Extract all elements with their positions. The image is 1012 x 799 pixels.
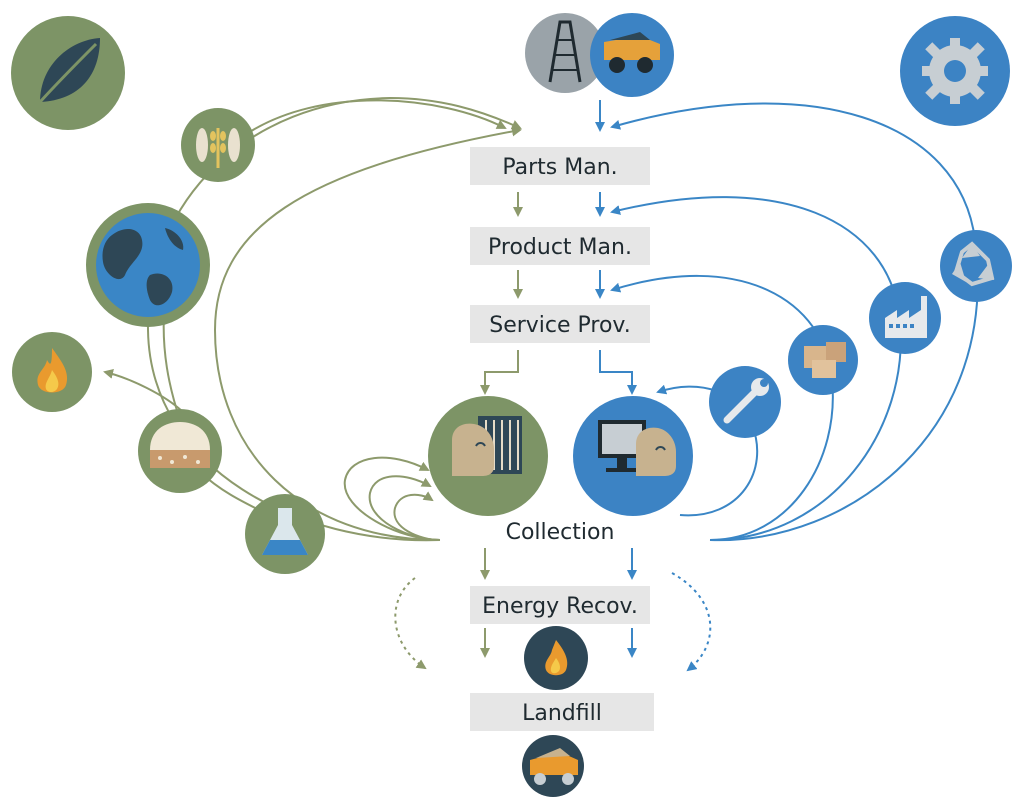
dump-truck-icon	[522, 735, 584, 797]
green-loop-inner	[213, 126, 522, 541]
green-arrow-combustion	[103, 369, 184, 413]
blue-dotted-arc	[671, 572, 712, 672]
grain-and-fish-icon	[181, 108, 255, 182]
oil-rig-icon	[525, 13, 605, 93]
green-arrow-service-collection	[480, 350, 519, 395]
digester-icon	[138, 409, 222, 493]
green-arc-1	[343, 456, 441, 541]
factory-icon	[869, 282, 941, 354]
leaf-icon	[11, 16, 125, 130]
stage-product-label: Product Man.	[488, 235, 632, 260]
green-loop-farm	[244, 99, 507, 136]
stage-collection-label: Collection	[506, 520, 615, 545]
mining-truck-icon	[590, 13, 674, 97]
green-dotted-arc	[394, 577, 427, 670]
gear-icon	[900, 16, 1010, 126]
technical-loops	[595, 100, 979, 672]
user-icon	[573, 396, 693, 516]
blue-arrow-service-collection	[599, 350, 637, 395]
stage-service-label: Service Prov.	[489, 313, 631, 338]
stage-parts-label: Parts Man.	[502, 155, 617, 180]
wrench-icon	[709, 366, 781, 438]
energy-recovery-icon	[524, 626, 588, 690]
green-arc-2	[368, 475, 441, 541]
green-arc-3	[393, 491, 441, 541]
recycle-icon	[940, 230, 1012, 302]
boxes-icon	[788, 325, 858, 395]
biological-loops	[103, 96, 523, 670]
flame-icon	[12, 332, 92, 412]
flask-icon	[245, 494, 325, 574]
earth-icon	[86, 203, 210, 327]
stage-labels: Parts Man. Product Man. Service Prov. Co…	[470, 147, 654, 731]
consumer-icon	[428, 396, 548, 516]
stage-landfill-label: Landfill	[522, 701, 602, 726]
stage-energy-label: Energy Recov.	[482, 594, 638, 619]
